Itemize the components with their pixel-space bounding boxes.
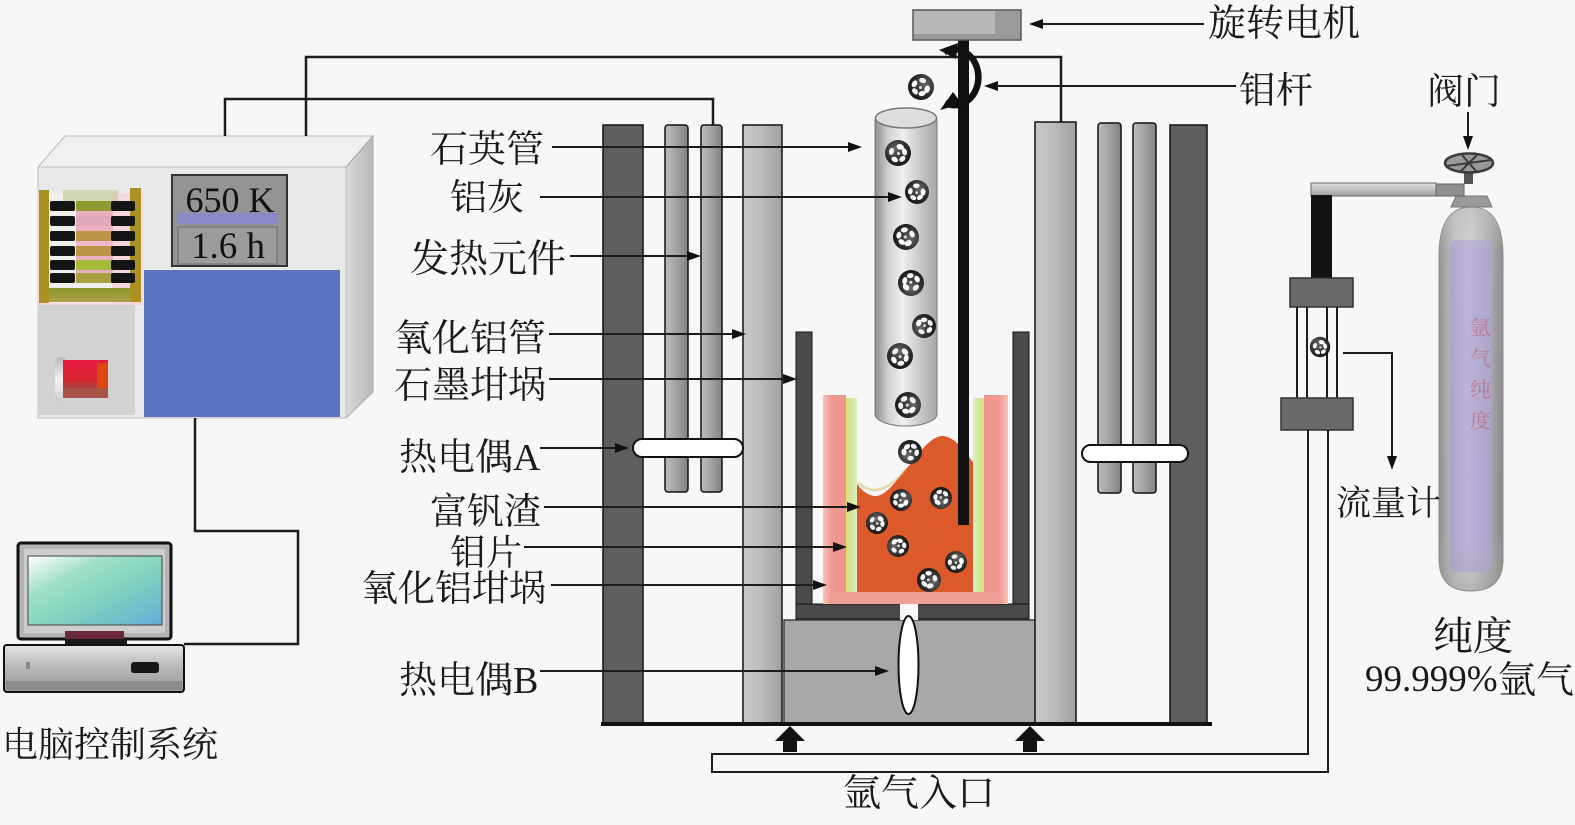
svg-text:650 K: 650 K xyxy=(186,180,275,220)
svg-text:99.999%: 99.999% xyxy=(1365,659,1498,700)
svg-text:1.6 h: 1.6 h xyxy=(191,226,266,267)
svg-text:A: A xyxy=(513,437,541,479)
svg-text:B: B xyxy=(513,660,538,702)
